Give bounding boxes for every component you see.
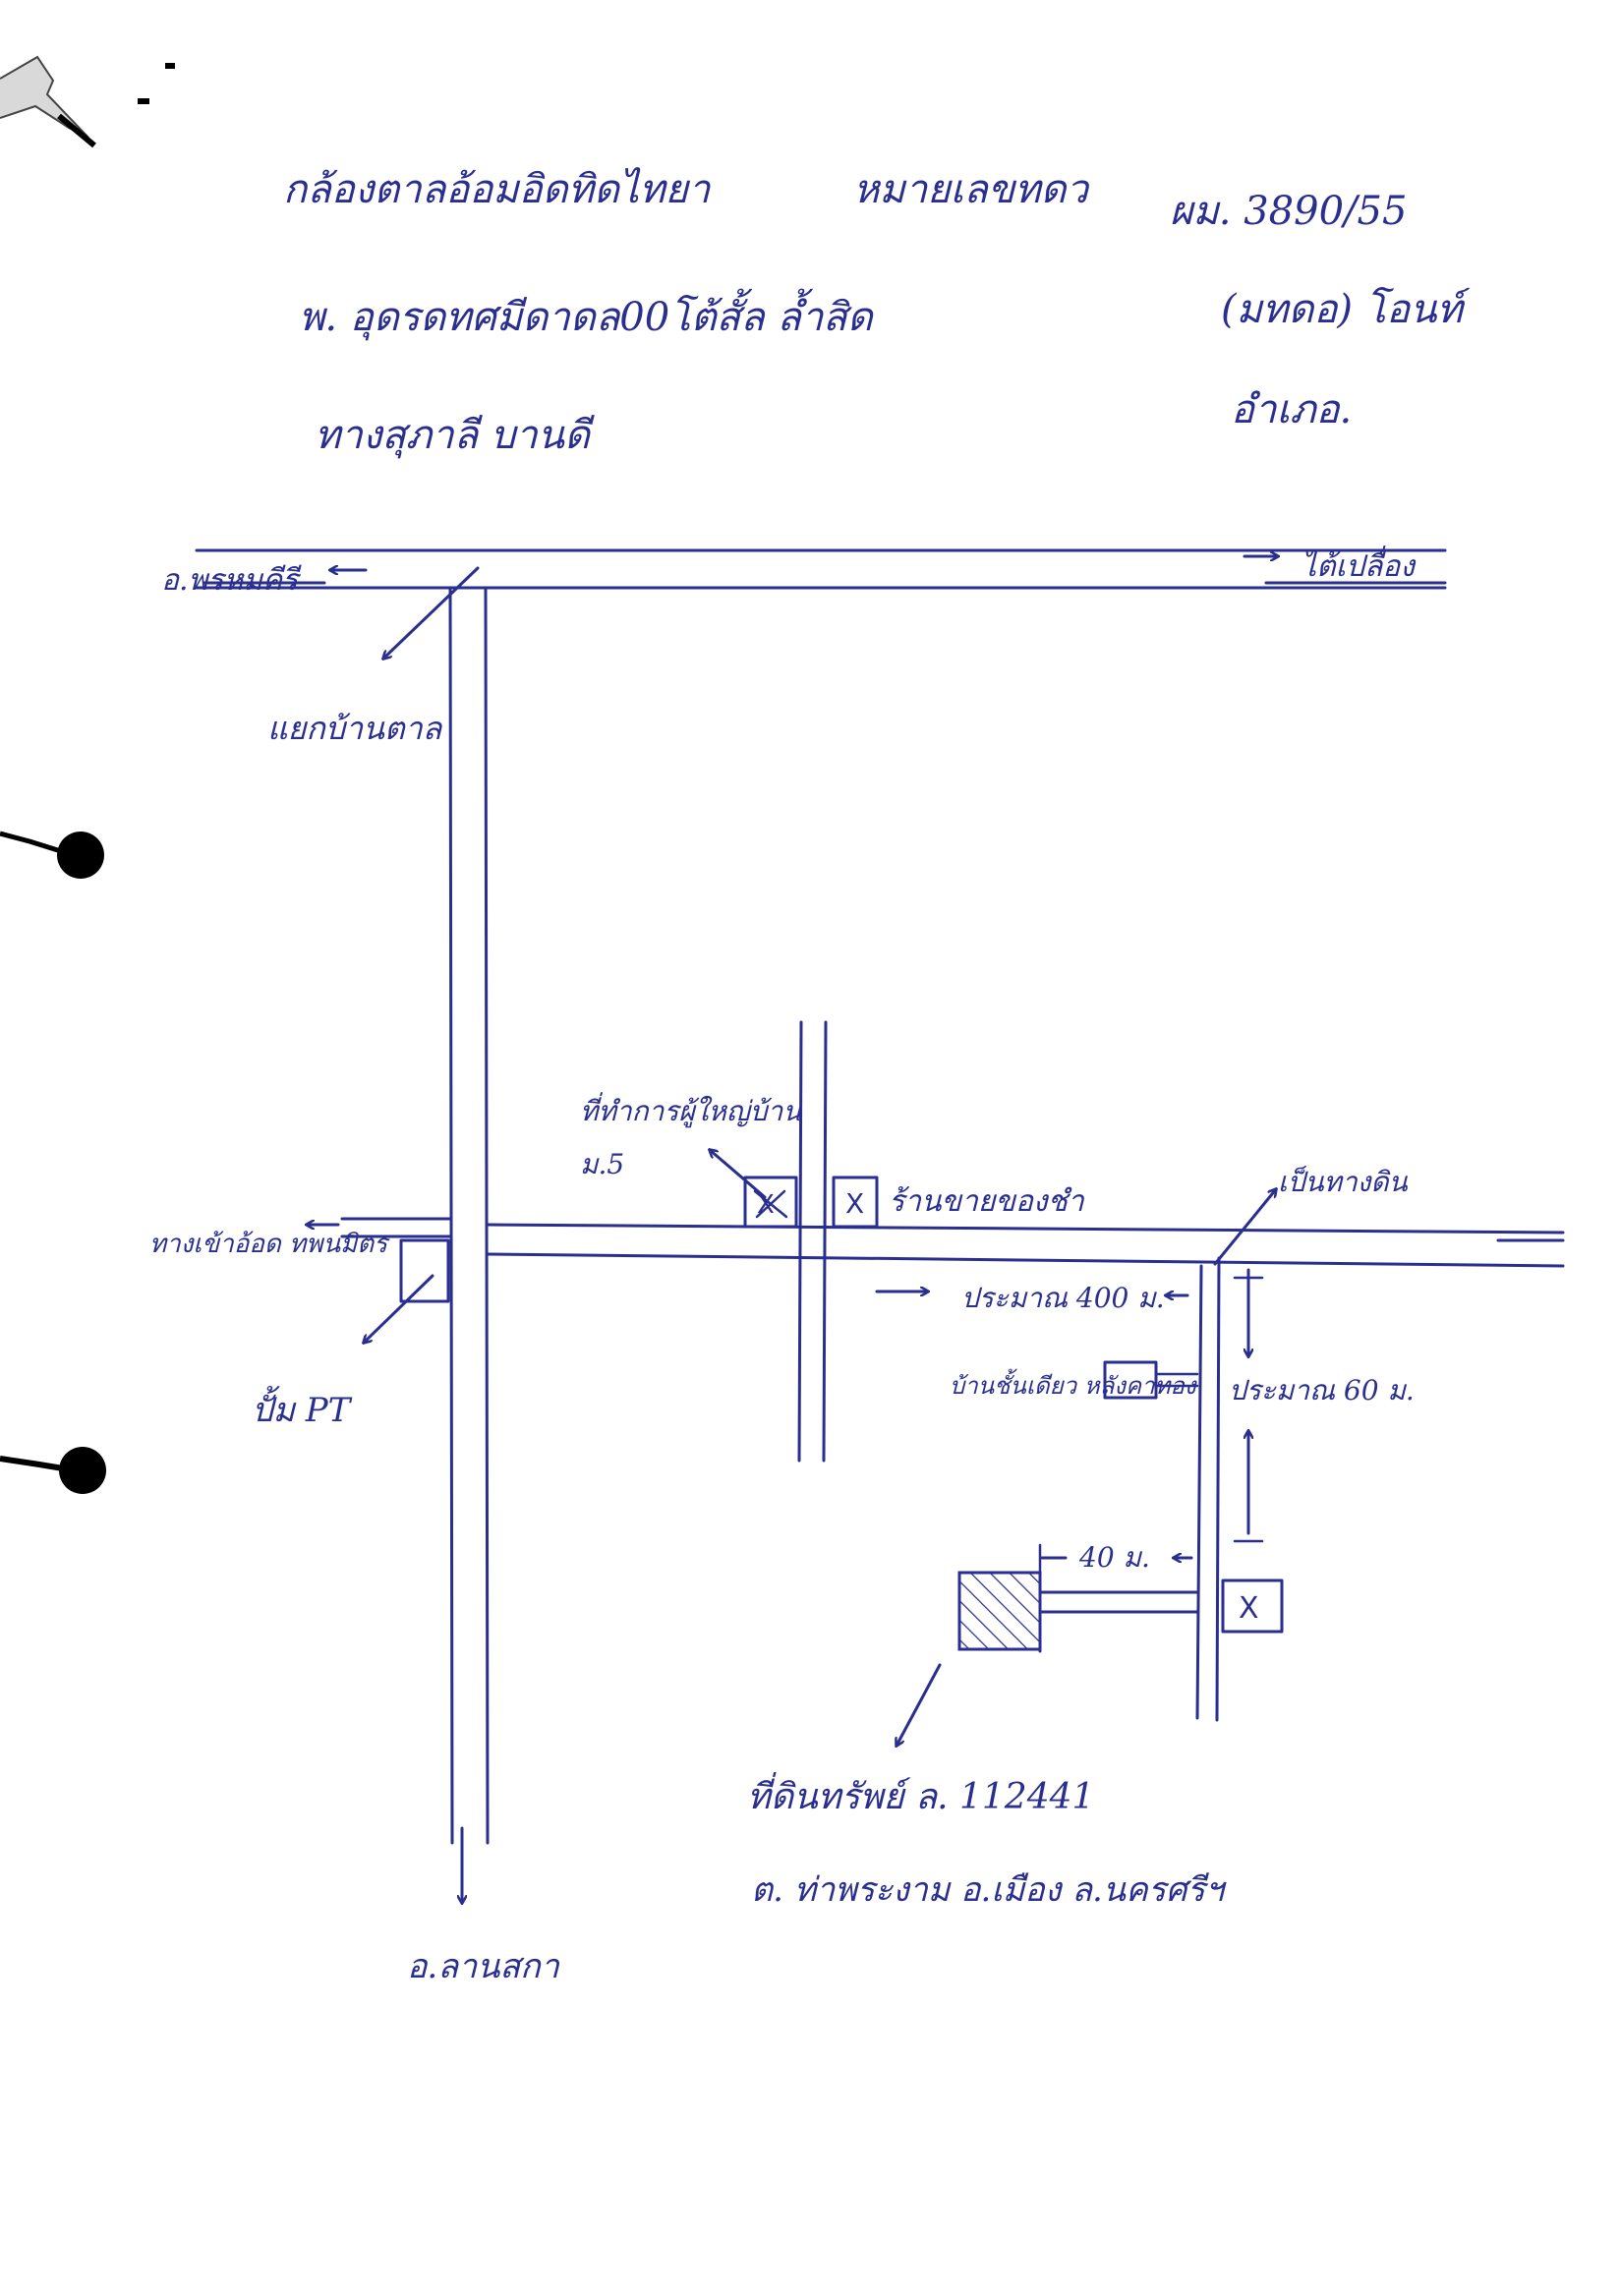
label-pump: ปั้ม PT <box>252 1385 353 1430</box>
road-plot <box>1038 1590 1199 1653</box>
road-village <box>797 1020 828 1463</box>
road-top <box>195 548 1447 590</box>
label-distance-60: ประมาณ 60 ม. <box>1229 1374 1415 1406</box>
marker-x-right <box>1221 1578 1284 1634</box>
punch-hole-icon <box>0 831 104 879</box>
village-head-office <box>743 1176 798 1229</box>
road-right-vertical <box>1195 1256 1221 1722</box>
x-mark-icon: X <box>757 1190 775 1220</box>
header-line2-left: พ. อุดรดทศมีดาดล00โต้สั้ล ล้ำสิด <box>299 288 875 341</box>
label-distance-400: ประมาณ 400 ม. <box>961 1282 1165 1314</box>
x-mark-icon: X <box>845 1187 864 1220</box>
tear-mark <box>0 55 175 148</box>
dimension-40m <box>1038 1543 1193 1573</box>
dimension-400m <box>875 1292 1189 1295</box>
road-middle <box>340 1217 1565 1268</box>
land-plot-hatched <box>957 1571 1042 1651</box>
label-top-right: ไต้เปลื่อง <box>1302 545 1417 584</box>
dimension-60m <box>1233 1268 1264 1543</box>
grocery-shop <box>832 1176 879 1229</box>
label-distance-40: 40 ม. <box>1078 1541 1150 1574</box>
label-left-place: ทางเข้าอ้อด ทพนมิตร <box>149 1230 390 1259</box>
label-shop: ร้านขายของชำ <box>889 1184 1085 1219</box>
arrow-icon <box>364 1274 434 1343</box>
house-single <box>1103 1360 1199 1400</box>
label-dirt-road: เป็นทางดิน <box>1278 1166 1409 1198</box>
label-junction: แยกบ้านตาล <box>267 710 443 747</box>
header-line1-left: กล้องตาลอ้อมอิดทิดไทยา <box>283 167 712 212</box>
label-bottom: อ.ลานสกา <box>407 1947 560 1986</box>
header-line1-right: ผม. 3890/55 <box>1170 189 1407 234</box>
arrow-icon <box>383 566 480 659</box>
label-moo: ม.5 <box>580 1148 624 1180</box>
label-top-left: อ.พรหมคีรี <box>161 563 302 598</box>
arrow-icon <box>710 1150 767 1199</box>
punch-hole-icon <box>0 1447 106 1494</box>
pump-building <box>399 1238 450 1303</box>
header-line3-left: ทางสุภาลี บานดี <box>315 413 595 459</box>
label-house: บ้านชั้นเดียว หลังคาทอง <box>950 1368 1198 1400</box>
label-plot-line1: ที่ดินทรัพย์ ล. 112441 <box>747 1771 1094 1817</box>
header-line2-right: (มทดอ) โอนท์ <box>1221 286 1471 332</box>
label-village-head: ที่ทำการผู้ใหญ่บ้าน <box>580 1092 802 1128</box>
x-mark-icon: X <box>1239 1591 1259 1626</box>
header-line1-mid: หมายเลขทดว <box>853 167 1091 212</box>
label-plot-line2: ต. ท่าพระงาม อ.เมือง ล.นครศรีฯ <box>751 1870 1227 1910</box>
header-line3-right: อำเภอ. <box>1231 387 1352 432</box>
arrow-icon <box>897 1663 942 1746</box>
arrow-icon <box>1213 1189 1276 1266</box>
road-main-vertical <box>448 586 490 1845</box>
